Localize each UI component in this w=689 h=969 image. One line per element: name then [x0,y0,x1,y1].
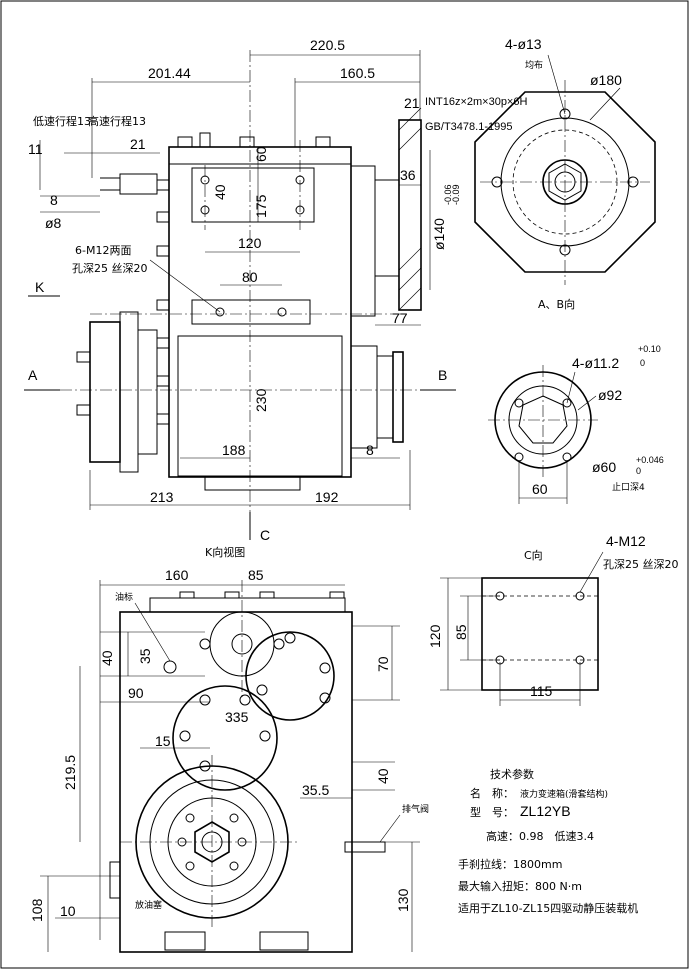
tech-usage: 适用于ZL10-ZL15四驱动静压装载机 [458,901,638,915]
label-standard: GB/T3478.1-1995 [425,121,512,133]
dim-dia92: ø92 [598,387,622,403]
dim-175: 175 [253,194,269,218]
shift-lever [119,173,158,195]
dim-c-85: 85 [453,624,469,640]
dim-dia8: ø8 [45,215,62,231]
k-view: K向视图 [29,545,429,953]
dim-k-90: 90 [128,685,144,701]
square-flange [474,91,656,273]
label-low-stroke: 低速行程13 [33,115,91,128]
dim-213: 213 [150,489,174,505]
dim-k-35-5: 35.5 [302,782,329,798]
dim-k-10: 10 [60,903,76,919]
dim-dia140-tol-dn: -0.09 [451,184,461,205]
view-a: A [28,367,38,383]
view-b: B [438,367,447,383]
tech-model-value: ZL12YB [520,803,571,819]
tech-torque: 最大输入扭矩：800 N·m [458,879,582,893]
dim-220-5: 220.5 [310,37,345,53]
dim-230: 230 [253,388,269,412]
label-hole-depth: 孔深25 丝深20 [72,262,148,275]
ab-view: 4-ø13 均布 ø180 A、B向 [474,36,656,311]
dim-k-70: 70 [375,656,391,672]
label-flange-holes-tol-dn: 0 [640,358,645,368]
dim-60: 60 [253,146,269,162]
dim-11: 11 [28,141,43,157]
dim-k-130: 130 [395,888,411,912]
ab-view-title: A、B向 [538,297,575,311]
tech-ratio: 高速：0.98 低速3.4 [486,829,594,843]
front-view: 220.5 201.44 160.5 21 21 11 8 ø8 低速行程13 … [24,37,527,543]
dim-21-left: 21 [130,136,146,152]
dim-192: 192 [315,489,339,505]
dim-flange-60: 60 [532,481,548,497]
dim-c-120: 120 [427,624,443,648]
dim-k-35: 35 [137,648,153,664]
dim-201-44: 201.44 [148,65,191,81]
dim-k-15: 15 [155,733,171,749]
label-c-holes: 4-M12 [606,533,646,549]
label-drain: 放油塞 [135,899,162,911]
dim-188: 188 [222,442,246,458]
tech-stroke: 手刹拉线：1800mm [458,857,562,871]
flange-view: 4-ø11.2 +0.10 0 ø92 ø60 +0.046 0 止口深4 60 [488,344,664,504]
label-flange-holes-tol-up: +0.10 [638,344,661,354]
tech-title: 技术参数 [490,767,534,781]
dim-8b: 8 [366,442,374,458]
dim-k-160: 160 [165,567,189,583]
tech-name-label: 名 称： [470,786,514,800]
dim-36: 36 [400,167,416,183]
dim-dia60-tol-dn: 0 [636,466,641,476]
dim-dia60-tol-up: +0.046 [636,455,664,465]
label-ab-holes: 4-ø13 [505,36,542,52]
dim-dia180: ø180 [590,72,622,88]
dim-k-40a: 40 [99,650,115,666]
dim-160-5: 160.5 [340,65,375,81]
tech-params: 技术参数 名 称： 液力变速箱(滑套结构) 型 号： ZL12YB 高速：0.9… [458,767,638,915]
dim-120: 120 [238,235,262,251]
dim-80: 80 [242,269,258,285]
dim-8: 8 [50,192,58,208]
label-flange-holes: 4-ø11.2 [572,355,619,371]
label-vent: 排气阀 [402,803,429,815]
c-plate [481,577,599,691]
c-view-title: C向 [524,548,543,562]
dim-k-85: 85 [248,567,264,583]
view-k: K [35,279,45,295]
label-holes-6m12: 6-M12两面 [75,244,131,257]
k-view-title: K向视图 [205,545,245,559]
left-flange [89,321,121,463]
gear-right [245,631,335,721]
dim-40: 40 [212,184,228,200]
cover-plate [191,167,315,223]
label-c-depth: 孔深25 丝深20 [603,558,679,571]
view-c: C [260,527,270,543]
tech-name-value: 液力变速箱(滑套结构) [520,788,608,800]
mounting-bar [191,299,311,325]
tech-model-label: 型 号： [470,805,514,819]
label-ab-even: 均布 [525,59,543,71]
dim-dia140: ø140 [431,218,447,250]
dim-77: 77 [392,310,408,326]
c-view: C向 4-M12 孔深25 丝深20 120 85 115 [427,533,679,706]
gear-middle [172,685,278,791]
dim-21-right: 21 [404,95,420,111]
dim-k-40b: 40 [375,768,391,784]
dim-k-219-5: 219.5 [62,755,78,790]
label-high-stroke: 高速行程13 [88,114,146,128]
dim-k-108: 108 [29,898,45,922]
dim-dia60: ø60 [592,459,616,475]
label-oil-mark: 油标 [115,591,133,603]
dim-k-335: 335 [225,709,249,725]
dim-dia140-tol-up: -0.06 [443,184,453,205]
dim-c-115: 115 [530,683,553,699]
label-spline: INT16z×2m×30p×6H [425,96,527,108]
right-flange [398,119,422,311]
label-flange-note: 止口深4 [612,481,645,493]
